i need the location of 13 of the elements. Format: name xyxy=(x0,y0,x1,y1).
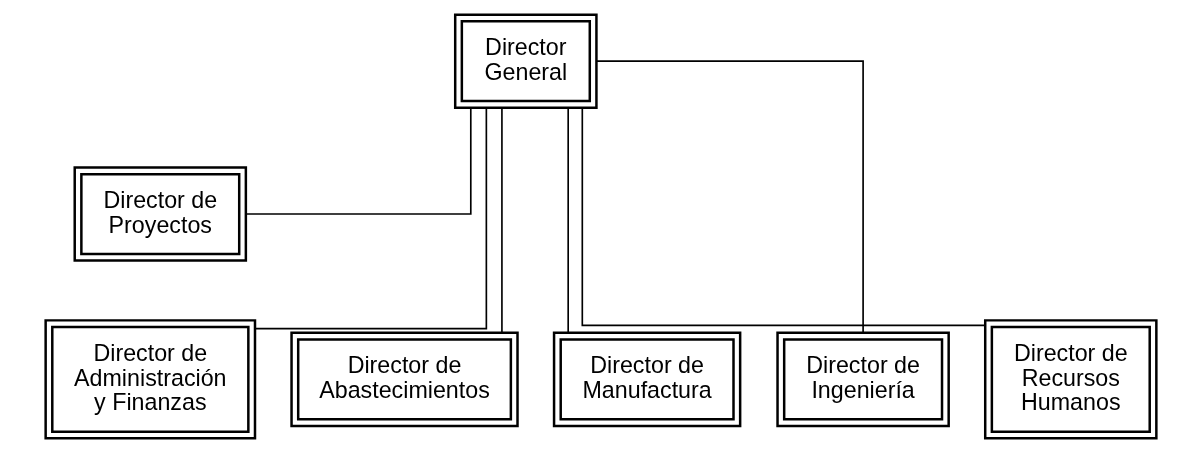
node-box: Director de Proyectos xyxy=(72,166,247,262)
connector xyxy=(244,107,472,215)
connector xyxy=(500,107,503,334)
connector xyxy=(580,106,986,327)
node-box: Director de Manufactura xyxy=(552,331,741,428)
node-box: Director de Ingeniería xyxy=(775,331,950,428)
node-box: Director de Recursos Humanos xyxy=(983,319,1158,440)
connector xyxy=(253,106,487,330)
node-box: Director de Administración y Finanzas xyxy=(43,319,256,440)
node-box: Director General xyxy=(453,13,598,109)
connector xyxy=(595,60,864,334)
connector xyxy=(566,107,569,334)
node-box: Director de Abastecimientos xyxy=(289,331,519,428)
